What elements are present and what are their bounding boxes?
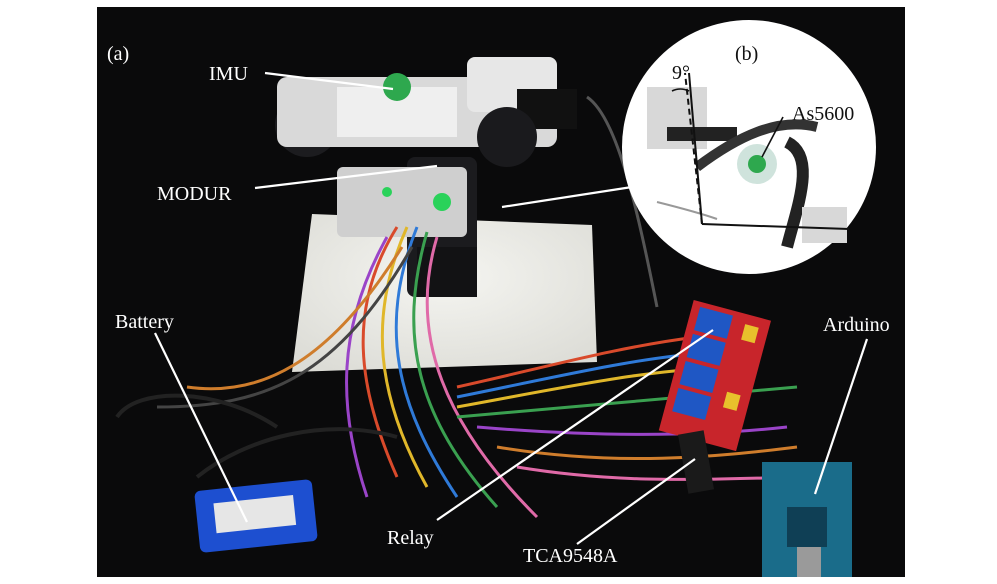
modur-label: MODUR	[157, 183, 232, 205]
panel-a-label: (a)	[107, 43, 130, 65]
battery-label: Battery	[115, 311, 174, 333]
as5600-label: As5600	[792, 103, 855, 125]
imu-label: IMU	[209, 63, 248, 85]
arduino-pointer-line	[813, 338, 869, 495]
angle-arc	[671, 88, 690, 92]
battery-pointer-line	[154, 332, 248, 523]
photo-panel: (a) (b) IMU MODUR Battery Relay TCA9548A…	[97, 7, 905, 577]
as5600-pointer-line	[761, 116, 784, 158]
panel-b-label: (b)	[735, 43, 759, 65]
inset-detail	[622, 20, 876, 274]
arduino-board	[762, 462, 852, 577]
relay-board	[658, 299, 771, 452]
relay-pointer-line	[436, 329, 714, 521]
tca-pointer-line	[576, 458, 696, 545]
imu-board	[383, 73, 411, 101]
angle-label: 9°	[672, 62, 690, 84]
annotation-lines	[154, 71, 869, 545]
arduino-label: Arduino	[823, 314, 890, 336]
modur-pointer-line	[254, 164, 438, 190]
inset-pointer-line	[501, 185, 633, 209]
robot-arm	[275, 57, 577, 297]
tca-board	[677, 430, 715, 494]
imu-pointer-line	[264, 71, 394, 91]
scene-illustration	[115, 20, 876, 577]
tca9548a-label: TCA9548A	[523, 545, 618, 567]
relay-label: Relay	[387, 527, 434, 549]
battery-pack	[194, 479, 318, 553]
